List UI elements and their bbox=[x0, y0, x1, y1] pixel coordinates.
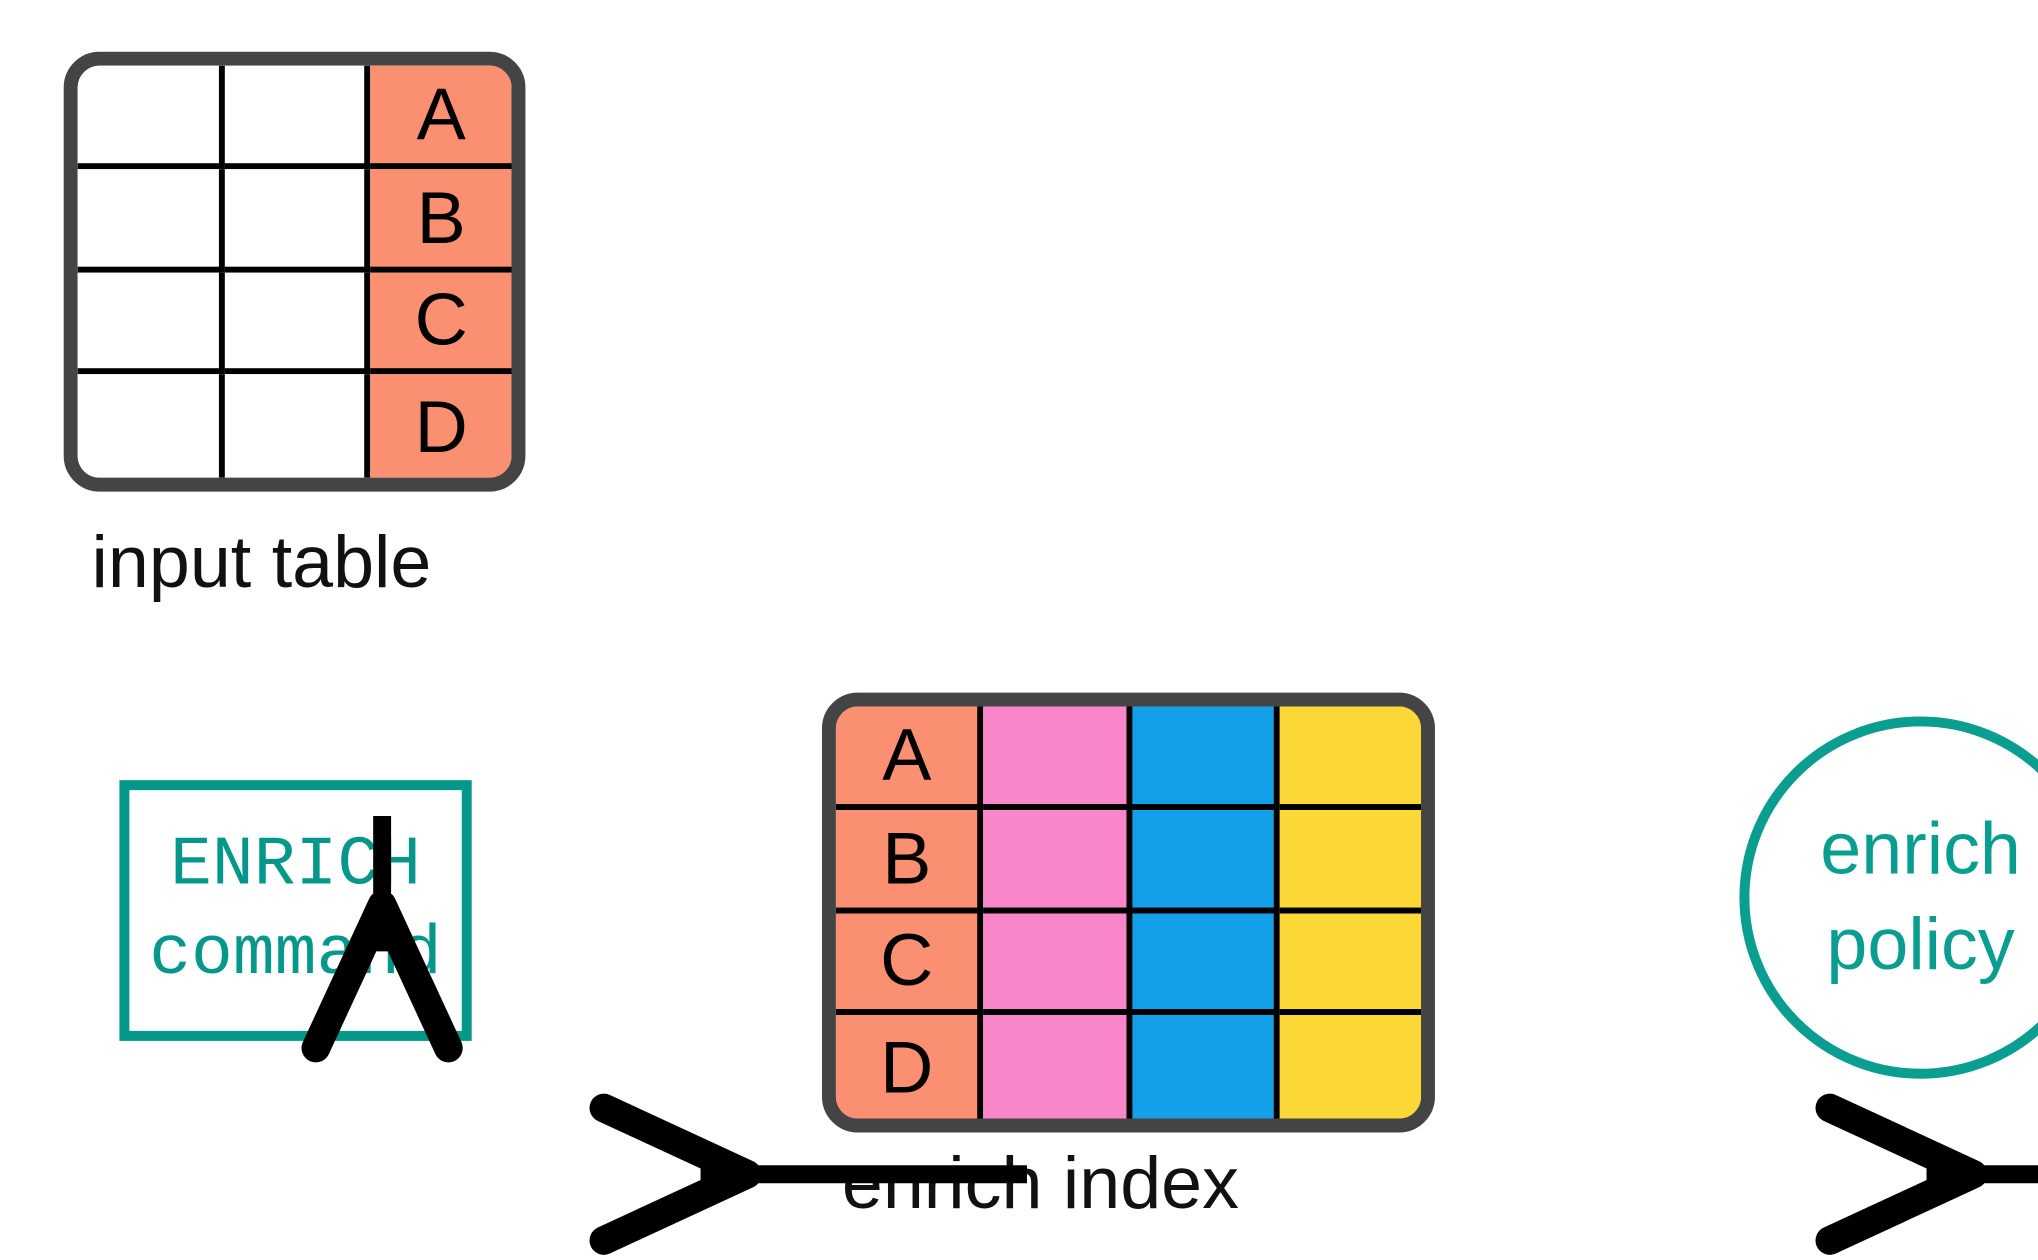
table-cell-blank-r3 bbox=[77, 271, 225, 375]
table-cell-key-r4: D bbox=[835, 1015, 984, 1119]
table-cell-blank-r2 bbox=[224, 168, 371, 272]
table-row: D bbox=[835, 1015, 1422, 1119]
table-cell-blank-r4 bbox=[77, 374, 225, 478]
table-row: D bbox=[77, 374, 512, 478]
table-cell-blank-r4 bbox=[224, 374, 371, 478]
enrich-index-caption: enrich index bbox=[841, 1142, 1239, 1224]
table-cell-pink-field-r2 bbox=[983, 809, 1132, 913]
enrich-command-box[interactable]: ENRICH command bbox=[119, 780, 472, 1041]
table-cell-pink-field-r3 bbox=[983, 912, 1132, 1016]
enrich-policy-node[interactable]: enrich policy bbox=[1739, 716, 2038, 1079]
table-cell-key-r4: D bbox=[370, 374, 512, 478]
table-cell-blue-field-r4 bbox=[1131, 1015, 1280, 1119]
table-cell-key-r3: C bbox=[835, 912, 984, 1016]
enrich-policy-line2: policy bbox=[1826, 903, 2015, 986]
table-cell-key-r2: B bbox=[370, 168, 512, 272]
table-cell-key-r1: A bbox=[835, 706, 984, 810]
input-table-caption: input table bbox=[91, 521, 432, 604]
table-cell-yellow-field-r1 bbox=[1279, 706, 1422, 810]
table-cell-blue-field-r1 bbox=[1131, 706, 1280, 810]
enrich-command-line2: command bbox=[149, 914, 442, 995]
table-cell-blank-r1 bbox=[77, 65, 225, 169]
enrich-command-line1: ENRICH bbox=[170, 825, 421, 905]
table-cell-yellow-field-r4 bbox=[1279, 1015, 1422, 1119]
table-row: A bbox=[77, 65, 512, 169]
table-cell-pink-field-r1 bbox=[983, 706, 1132, 810]
table-row: A bbox=[835, 706, 1422, 810]
table-cell-key-r2: B bbox=[835, 809, 984, 913]
table-cell-yellow-field-r2 bbox=[1279, 809, 1422, 913]
table-row: C bbox=[835, 912, 1422, 1016]
table-cell-blank-r2 bbox=[77, 168, 225, 272]
table-cell-key-r1: A bbox=[370, 65, 512, 169]
enrich-policy-line1: enrich bbox=[1820, 807, 2021, 890]
table-row: C bbox=[77, 271, 512, 375]
table-cell-blue-field-r3 bbox=[1131, 912, 1280, 1016]
table-cell-blue-field-r2 bbox=[1131, 809, 1280, 913]
table-cell-yellow-field-r3 bbox=[1279, 912, 1422, 1016]
table-row: B bbox=[835, 809, 1422, 913]
table-cell-pink-field-r4 bbox=[983, 1015, 1132, 1119]
table-cell-blank-r3 bbox=[224, 271, 371, 375]
table-row: B bbox=[77, 168, 512, 272]
table-cell-blank-r1 bbox=[224, 65, 371, 169]
table-cell-key-r3: C bbox=[370, 271, 512, 375]
